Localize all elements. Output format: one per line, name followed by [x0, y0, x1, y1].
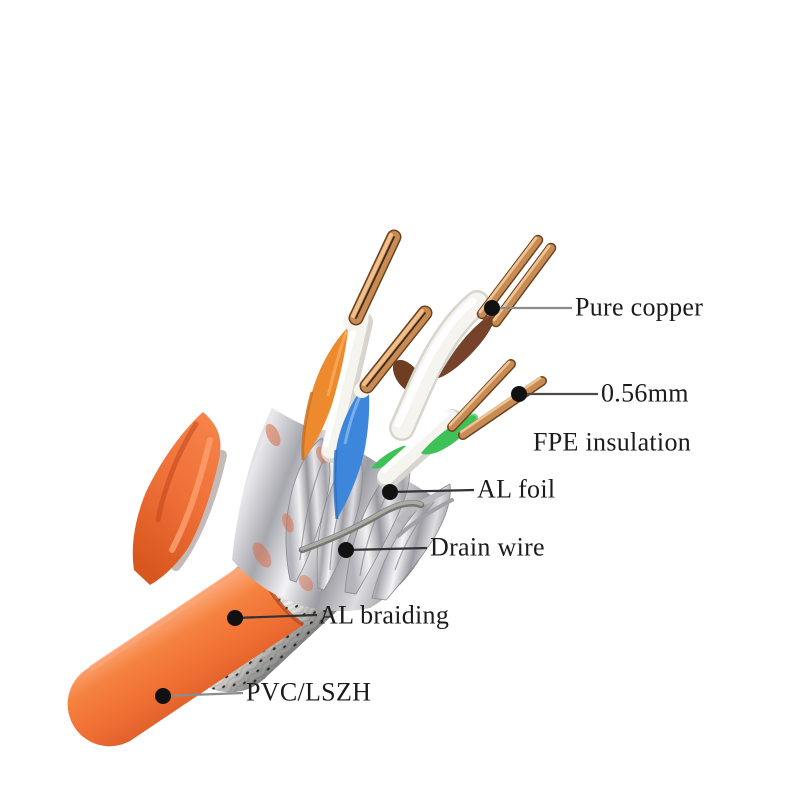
- label-056mm: 0.56mm: [601, 378, 689, 408]
- callout-dot: [338, 542, 354, 558]
- callout-dot: [155, 688, 171, 704]
- flap-shadow: [171, 450, 227, 571]
- callout-drain-wire: [338, 542, 428, 558]
- callout-pure-copper: [484, 300, 572, 316]
- copper-conductor: [348, 229, 402, 326]
- wire-green: [421, 414, 478, 455]
- callout-056mm: [511, 386, 598, 402]
- label-fpe-insulation: FPE insulation: [533, 427, 692, 457]
- callout-al-braiding: [227, 610, 318, 626]
- label-pvc-lszh: PVC/LSZH: [246, 677, 372, 707]
- wire-brown: [438, 315, 495, 378]
- wire-blue: [334, 380, 370, 519]
- twisted-pair-green: [372, 359, 547, 489]
- drain-wire: [298, 500, 425, 554]
- label-drain-wire: Drain wire: [430, 532, 545, 562]
- label-al-foil: AL foil: [477, 474, 556, 504]
- copper-conductor: [359, 305, 433, 394]
- jacket-peeled-flap: [132, 412, 221, 585]
- callout-dot: [382, 484, 398, 500]
- callout-al-foil: [382, 484, 475, 500]
- callout-dot: [511, 386, 527, 402]
- twisted-pair-blue: [333, 305, 433, 520]
- copper-conductor: [447, 359, 516, 432]
- callout-pvc-lszh: [155, 688, 244, 704]
- label-pure-copper: Pure copper: [575, 292, 704, 322]
- callout-dot: [484, 300, 500, 316]
- label-al-braiding: AL braiding: [319, 600, 450, 630]
- copper-conductor: [458, 376, 547, 440]
- callout-dot: [227, 610, 243, 626]
- twisted-pair-orange: [301, 229, 402, 463]
- wire-green-lower: [372, 445, 409, 469]
